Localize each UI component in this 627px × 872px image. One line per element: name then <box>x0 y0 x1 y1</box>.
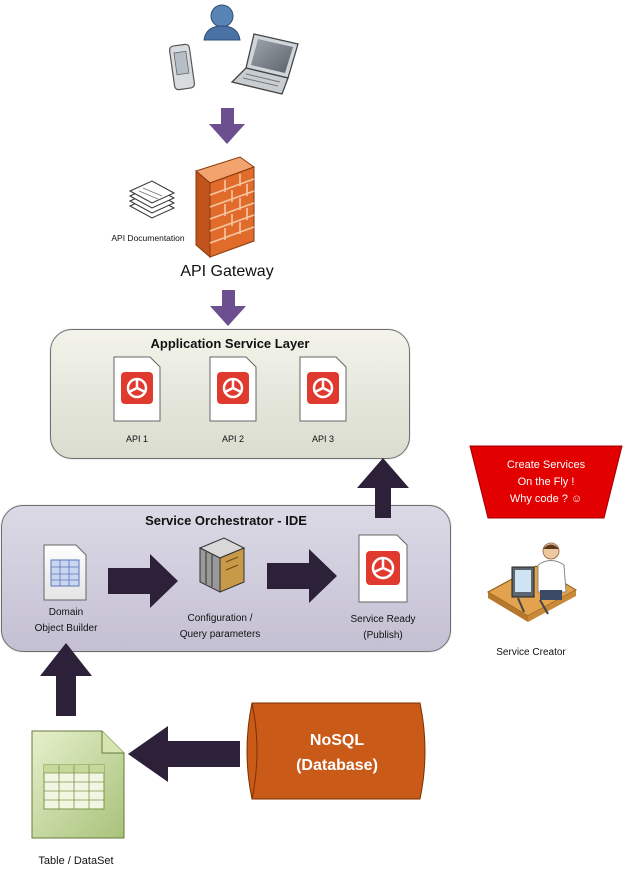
arrow-table-to-builder <box>40 643 92 716</box>
arrow-gateway-to-app-layer <box>210 290 246 326</box>
api-documentation-label: API Documentation <box>111 233 185 243</box>
nosql-database-icon <box>246 702 426 800</box>
service-creator-icon <box>486 542 578 622</box>
firewall-icon <box>194 156 256 259</box>
configuration-label-1: Configuration / <box>187 613 252 624</box>
database-label-1: NoSQL <box>310 732 364 749</box>
arrow-user-to-gateway <box>209 108 245 144</box>
table-dataset-label: Table / DataSet <box>38 855 113 867</box>
api-3-label: API 3 <box>312 434 334 444</box>
callout-line-1: Create Services <box>507 459 586 471</box>
database-label-2: (Database) <box>296 757 378 774</box>
arrow-database-to-table <box>128 726 240 782</box>
domain-builder-label-2: Object Builder <box>35 623 98 634</box>
table-dataset-icon <box>31 730 125 839</box>
service-orchestrator-title: Service Orchestrator - IDE <box>145 513 307 528</box>
domain-object-builder-icon <box>43 544 87 601</box>
api-documentation-icon <box>128 180 176 219</box>
api-1-icon <box>113 356 161 422</box>
mobile-phone-icon <box>168 43 196 91</box>
service-ready-label-2: (Publish) <box>363 630 402 641</box>
arrow-config-to-publish <box>267 549 337 603</box>
api-1-label: API 1 <box>126 434 148 444</box>
api-2-icon <box>209 356 257 422</box>
configuration-icon <box>198 537 246 593</box>
configuration-label-2: Query parameters <box>180 629 261 640</box>
user-icon <box>203 4 241 41</box>
application-service-layer-title: Application Service Layer <box>150 336 310 351</box>
api-3-icon <box>299 356 347 422</box>
api-gateway-title: API Gateway <box>180 263 273 280</box>
service-ready-label-1: Service Ready <box>350 614 415 625</box>
arrow-publish-to-app-layer <box>357 458 409 518</box>
laptop-icon <box>230 33 299 95</box>
service-creator-label: Service Creator <box>496 647 566 658</box>
domain-builder-label-1: Domain <box>49 607 83 618</box>
service-ready-icon <box>358 534 408 603</box>
create-services-callout: Create Services On the Fly ! Why code ? … <box>469 445 623 519</box>
arrow-builder-to-config <box>108 554 178 608</box>
callout-line-3: Why code ? ☺ <box>510 493 582 505</box>
callout-line-2: On the Fly ! <box>518 476 575 488</box>
api-2-label: API 2 <box>222 434 244 444</box>
